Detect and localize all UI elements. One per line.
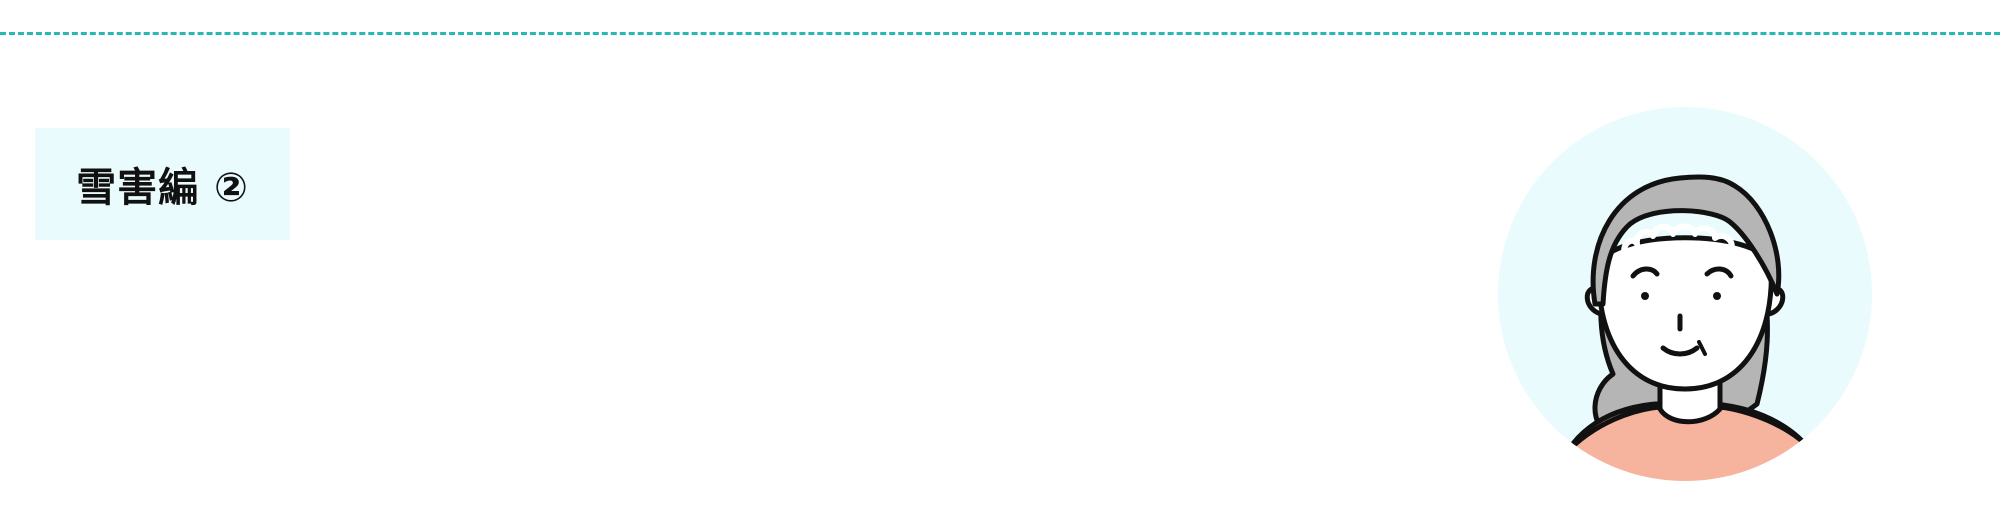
elderly-woman-avatar-icon bbox=[1498, 107, 1872, 481]
dashed-divider bbox=[0, 32, 2000, 35]
section-title-badge: 雪害編 ② bbox=[35, 128, 290, 240]
section-title: 雪害編 ② bbox=[76, 165, 249, 211]
avatar bbox=[1495, 104, 1875, 484]
